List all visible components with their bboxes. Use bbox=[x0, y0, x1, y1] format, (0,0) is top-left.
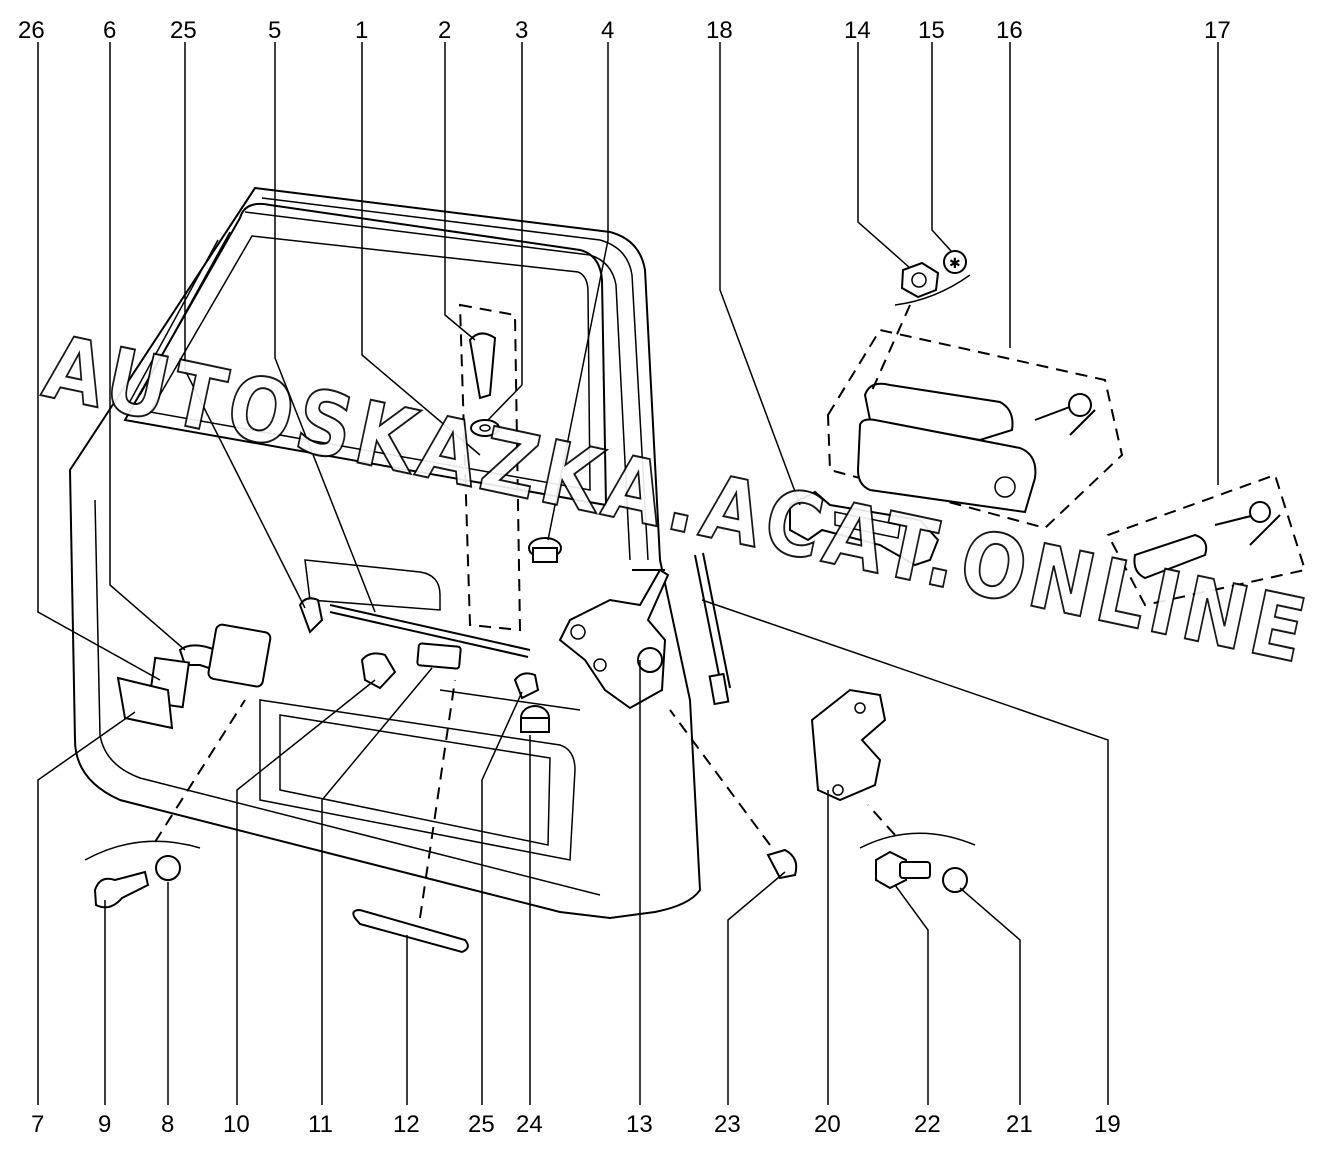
screw-9 bbox=[93, 870, 150, 909]
inner-handle-6 bbox=[178, 623, 272, 688]
nut-14 bbox=[900, 261, 940, 299]
callout-top: 16 bbox=[996, 17, 1023, 44]
washer-3 bbox=[470, 419, 500, 437]
washer-15: ✱ bbox=[943, 250, 967, 274]
callouts-top: 26 6 25 5 1 2 3 4 18 14 15 16 17 bbox=[18, 17, 1231, 44]
striker-20 bbox=[810, 688, 887, 802]
door-lock-13 bbox=[558, 568, 670, 710]
plug-24 bbox=[520, 705, 550, 733]
callout-top: 26 bbox=[18, 17, 45, 44]
clip-25b bbox=[513, 672, 540, 700]
svg-text:✱: ✱ bbox=[949, 256, 961, 272]
outside-handle-16 bbox=[826, 328, 1124, 530]
callout-bottom: 20 bbox=[814, 1111, 841, 1138]
callout-top: 15 bbox=[918, 17, 945, 44]
callout-top: 1 bbox=[355, 17, 368, 44]
callout-top: 25 bbox=[170, 17, 197, 44]
arc-21-22 bbox=[859, 832, 976, 849]
callout-top: 6 bbox=[103, 17, 116, 44]
callout-top: 2 bbox=[438, 17, 451, 44]
leader-lines-top bbox=[37, 42, 1219, 681]
arc-8-9 bbox=[84, 840, 201, 861]
leader-lines-bottom bbox=[37, 599, 1109, 1105]
arrow-23 bbox=[669, 709, 771, 846]
washer-8 bbox=[155, 855, 181, 881]
bolt-2 bbox=[468, 332, 497, 400]
callout-top: 14 bbox=[844, 17, 871, 44]
arrow-8-9 bbox=[154, 699, 246, 843]
callout-bottom: 13 bbox=[626, 1111, 653, 1138]
arc-14-15 bbox=[894, 274, 971, 306]
callout-top: 3 bbox=[515, 17, 528, 44]
door-panel bbox=[68, 186, 702, 920]
screw-23 bbox=[766, 848, 798, 880]
callout-top: 18 bbox=[706, 17, 733, 44]
callout-bottom: 19 bbox=[1094, 1111, 1121, 1138]
rod-19 bbox=[694, 552, 731, 706]
plug-4 bbox=[528, 537, 562, 563]
callout-bottom: 21 bbox=[1006, 1111, 1033, 1138]
callout-bottom: 12 bbox=[393, 1111, 420, 1138]
callout-bottom: 24 bbox=[516, 1111, 543, 1138]
outside-handle-bracket-18 bbox=[789, 490, 940, 567]
callouts-bottom: 7 9 8 10 11 12 25 24 13 23 20 22 21 19 bbox=[31, 1111, 1121, 1138]
callout-bottom: 11 bbox=[308, 1111, 333, 1138]
callout-bottom: 22 bbox=[914, 1111, 941, 1138]
arrow-12 bbox=[419, 679, 456, 919]
pad-11 bbox=[416, 642, 462, 670]
washer-21 bbox=[942, 867, 968, 893]
arrow-16 bbox=[869, 304, 911, 396]
seal-strip-12 bbox=[352, 908, 469, 954]
callout-bottom: 25 bbox=[468, 1111, 495, 1138]
callout-top: 17 bbox=[1204, 17, 1231, 44]
callout-bottom: 10 bbox=[223, 1111, 250, 1138]
bracket-dash-outline bbox=[458, 303, 522, 632]
bolt-22 bbox=[875, 850, 931, 890]
callout-bottom: 7 bbox=[31, 1111, 44, 1138]
lock-cylinder-17 bbox=[1106, 473, 1307, 607]
callout-bottom: 9 bbox=[98, 1111, 111, 1138]
callout-bottom: 23 bbox=[714, 1111, 741, 1138]
callout-top: 4 bbox=[601, 17, 614, 44]
bushing-10 bbox=[360, 652, 397, 690]
lock-button-7 bbox=[116, 676, 174, 730]
callout-top: 5 bbox=[268, 17, 281, 44]
arrow-21-22 bbox=[867, 804, 896, 836]
link-rod-5 bbox=[329, 604, 531, 658]
callout-bottom: 8 bbox=[161, 1111, 174, 1138]
